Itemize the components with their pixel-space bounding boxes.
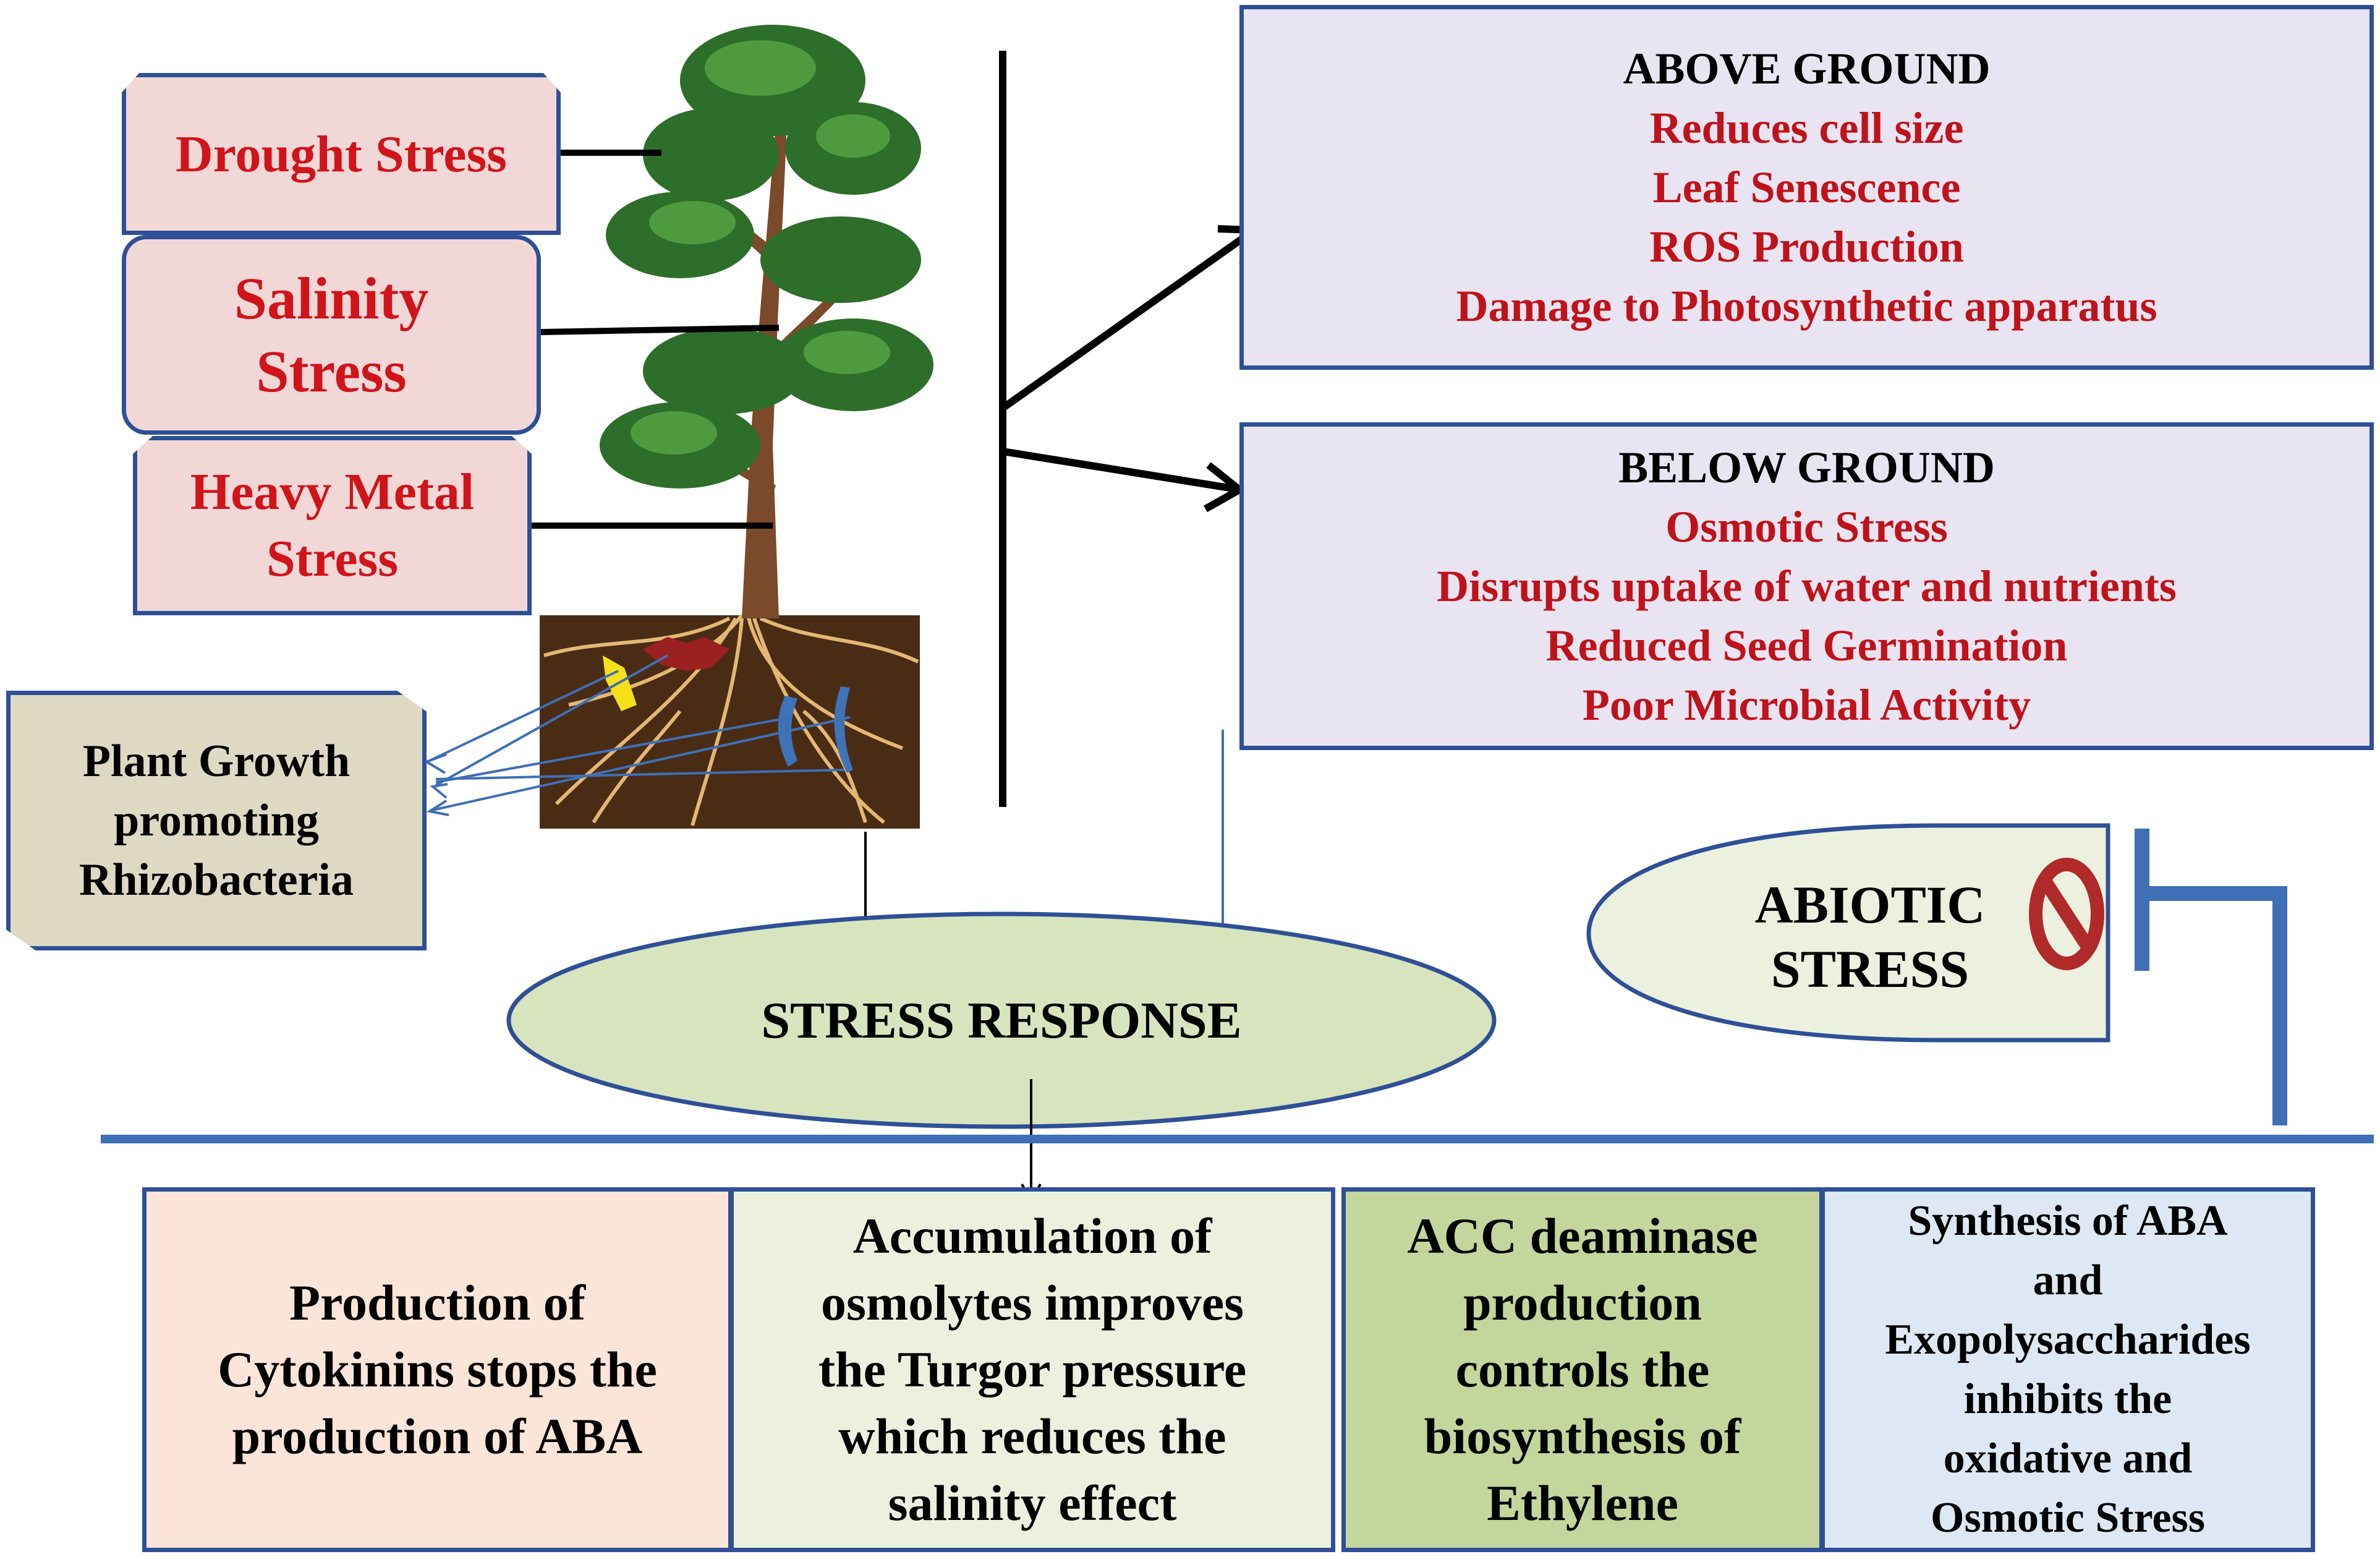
mechanism-text-line: controls the [1455, 1341, 1710, 1398]
stress-response-label-wrap: STRESS RESPONSE [668, 983, 1335, 1057]
below-ground-box: BELOW GROUND Osmotic Stress Disrupts upt… [1239, 422, 2374, 750]
mechanism-acc-deaminase-box: ACC deaminase production controls the bi… [1341, 1187, 1824, 1552]
pgpr-label-line3: Rhizobacteria [79, 855, 354, 905]
above-ground-item: Damage to Photosynthetic apparatus [1456, 281, 2157, 331]
mechanism-text-line: and [2033, 1257, 2103, 1304]
mechanism-text-line: Ethylene [1487, 1475, 1678, 1531]
below-ground-item: Disrupts uptake of water and nutrients [1437, 561, 2177, 611]
pgpr-arrows [423, 654, 851, 816]
mechanism-text-line: the Turgor pressure [818, 1341, 1247, 1398]
salinity-stress-label-line1: Salinity [234, 265, 429, 331]
below-ground-item: Osmotic Stress [1665, 502, 1948, 552]
drought-stress-label: Drought Stress [176, 125, 507, 183]
mechanism-text-line: ACC deaminase [1407, 1208, 1758, 1264]
mechanism-osmolytes-box: Accumulation of osmolytes improves the T… [729, 1187, 1335, 1552]
mechanism-text-line: production of ABA [232, 1408, 643, 1464]
pgpr-label-line1: Plant Growth [82, 736, 351, 787]
mechanism-text-line: oxidative and [1943, 1435, 2193, 1482]
abiotic-stress-label-wrap: ABIOTIC STRESS [1681, 872, 2059, 1002]
abiotic-stress-label-line2: STRESS [1770, 939, 1970, 999]
mechanism-text-line: Production of [289, 1274, 586, 1331]
below-ground-item: Reduced Seed Germination [1545, 621, 2068, 670]
effect-arrows [999, 51, 1260, 807]
pgpr-label-line2: promoting [114, 795, 319, 846]
salinity-stress-label-line2: Stress [256, 338, 407, 404]
mechanism-text-line: Synthesis of ABA [1908, 1197, 2228, 1245]
mechanism-text-line: salinity effect [888, 1475, 1177, 1531]
mechanism-cytokinins-box: Production of Cytokinins stops the produ… [142, 1187, 733, 1552]
heavy-metal-stress-label-line1: Heavy Metal [190, 463, 475, 521]
mechanism-text-line: which reduces the [838, 1408, 1226, 1464]
above-ground-box: ABOVE GROUND Reduces cell size Leaf Sene… [1239, 5, 2374, 370]
mechanism-text-line: Cytokinins stops the [218, 1341, 657, 1398]
above-ground-item: Leaf Senescence [1652, 163, 1961, 212]
above-ground-item: ROS Production [1649, 222, 1964, 271]
heavy-metal-stress-box: Heavy Metal Stress [133, 436, 532, 615]
soil-roots-illustration [540, 614, 920, 829]
mechanism-text-line: production [1463, 1274, 1702, 1331]
mechanism-text-line: inhibits the [1963, 1375, 2172, 1423]
mechanism-text-line: biosynthesis of [1424, 1408, 1741, 1464]
prohibition-icon [2029, 858, 2104, 970]
mechanism-text-line: osmolytes improves [820, 1274, 1244, 1331]
mechanism-text-line: Accumulation of [852, 1208, 1212, 1264]
salinity-stress-box: Salinity Stress [122, 235, 541, 435]
stress-response-ellipse [506, 911, 1497, 1129]
inhibition-symbol [2135, 829, 2287, 1125]
pgpr-box: Plant Growth promoting Rhizobacteria [6, 691, 427, 950]
above-ground-item: Reduces cell size [1649, 103, 1964, 153]
abiotic-stress-label-line1: ABIOTIC [1754, 875, 1986, 934]
abiotic-stress-shape [1586, 823, 2110, 1043]
heavy-metal-stress-label-line2: Stress [266, 530, 399, 587]
mechanism-aba-eps-box: Synthesis of ABA and Exopolysaccharides … [1821, 1187, 2315, 1552]
stress-connectors [532, 150, 780, 529]
stress-response-label: STRESS RESPONSE [761, 991, 1242, 1049]
below-ground-item: Poor Microbial Activity [1582, 680, 2031, 730]
drought-stress-box: Drought Stress [122, 73, 561, 235]
mechanism-text-line: Exopolysaccharides [1885, 1316, 2251, 1364]
below-ground-title: BELOW GROUND [1618, 443, 1995, 492]
above-ground-title: ABOVE GROUND [1623, 44, 1991, 93]
tree-illustration [600, 25, 933, 618]
mechanism-text-line: Osmotic Stress [1931, 1494, 2205, 1542]
